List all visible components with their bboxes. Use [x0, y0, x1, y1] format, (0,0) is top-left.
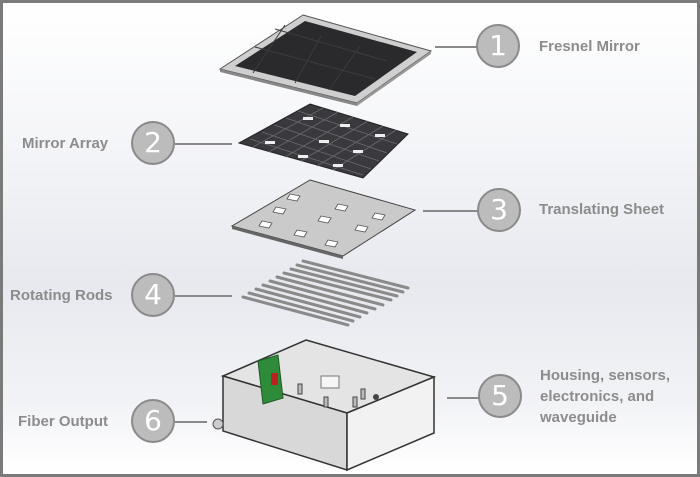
callout-number-1: 1: [476, 24, 520, 68]
label-housing-sensors-electronics-waveguide: Housing, sensors, electronics, and waveg…: [540, 367, 671, 426]
leader-line-3: [423, 210, 478, 212]
translating-sheet-part: [230, 179, 417, 259]
callout-number-5: 5: [478, 374, 522, 418]
leader-line-4: [175, 295, 232, 297]
callout-number-3: 3: [477, 188, 521, 232]
callout-number-4: 4: [131, 273, 175, 317]
fresnel-mirror-part: [218, 14, 433, 106]
rotating-rods-part: [241, 259, 410, 327]
leader-line-5: [447, 397, 479, 399]
callout-number-2: 2: [131, 121, 175, 165]
label-fresnel-mirror: Fresnel Mirror: [539, 38, 640, 55]
callout-number-6: 6: [131, 399, 175, 443]
housing-part: [212, 339, 437, 472]
label-rotating-rods: Rotating Rods: [10, 287, 113, 304]
label-fiber-output: Fiber Output: [18, 413, 108, 430]
leader-line-1: [435, 46, 477, 48]
label-mirror-array: Mirror Array: [22, 135, 109, 152]
exploded-assembly-illustration: [212, 14, 437, 472]
label-translating-sheet: Translating Sheet: [539, 201, 665, 218]
leader-line-2: [175, 143, 232, 145]
mirror-array-part: [237, 103, 409, 179]
leader-line-6: [175, 421, 207, 423]
